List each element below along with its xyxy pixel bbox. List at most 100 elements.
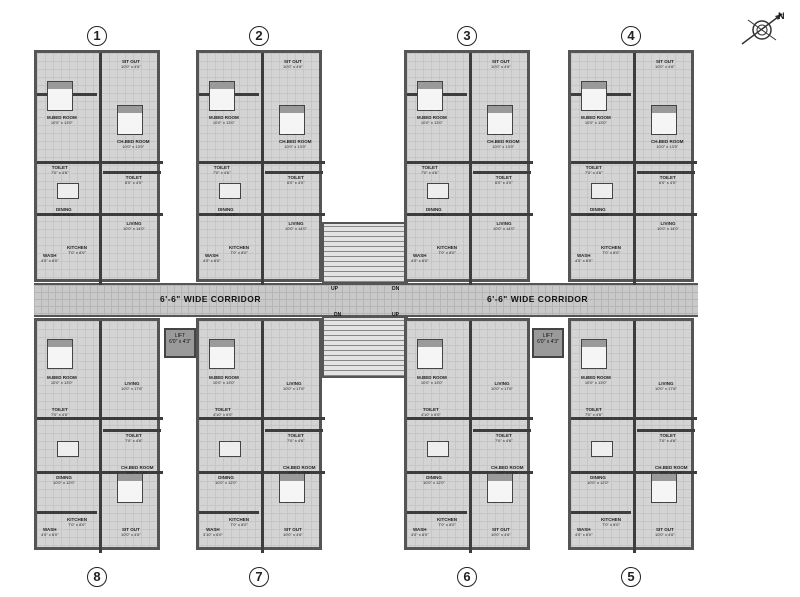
room-name: SIT OUT: [655, 59, 674, 64]
room-size: 7'0" x 8'0": [68, 250, 86, 255]
dining-table-icon: [591, 441, 613, 457]
room-size: 10'0" x 11'0": [53, 212, 75, 217]
room-size: 10'0" x 12'0": [423, 480, 445, 485]
room-size: 10'0" x 17'6": [491, 386, 513, 391]
bed-icon: [651, 473, 677, 503]
stair-bottom: [322, 316, 408, 378]
room-size: 10'0" x 11'0": [423, 212, 445, 217]
room-name: DINING: [55, 207, 72, 212]
room-name: TOILET: [421, 165, 438, 170]
room-name: WASH: [205, 253, 219, 258]
room-name: TOILET: [495, 433, 512, 438]
unit-number: 4: [621, 26, 641, 46]
room-size: 10'0" x 14'0": [657, 226, 679, 231]
room-name: WASH: [43, 527, 57, 532]
interior-wall: [571, 511, 631, 514]
room-name: KITCHEN: [601, 517, 621, 522]
room-name: WASH: [43, 253, 57, 258]
unit-number: 2: [249, 26, 269, 46]
room-size: 10'0" x 11'0": [215, 212, 237, 217]
room-name: WASH: [413, 527, 427, 532]
unit-number: 7: [249, 567, 269, 587]
dining-table-icon: [57, 441, 79, 457]
room-name: DINING: [56, 475, 72, 480]
room-size: 7'0" x 4'6": [659, 438, 677, 443]
stair-dn-label-1: DN: [392, 286, 400, 292]
room-name: CH.BED ROOM: [655, 465, 688, 470]
room-name: M.BED ROOM: [581, 375, 611, 380]
interior-wall: [99, 321, 102, 553]
interior-wall: [469, 321, 472, 553]
room-size: 10'0" x 13'0": [288, 470, 311, 475]
room-name: SIT OUT: [121, 59, 140, 64]
room-size: 10'0" x 13'0": [212, 380, 235, 385]
unit-number: 8: [87, 567, 107, 587]
room-size: 7'0" x 8'0": [230, 250, 248, 255]
room-size: 10'0" x 4'6": [655, 532, 675, 537]
room-name: CH.BED ROOM: [121, 465, 154, 470]
lift-label: LIFT: [542, 333, 554, 339]
dining-table-icon: [427, 183, 449, 199]
bed-icon: [581, 81, 607, 111]
room-name: WASH: [413, 253, 427, 258]
room-size: 4'10" x 6'0": [421, 412, 441, 417]
room-size: 10'0" x 12'0": [587, 480, 609, 485]
room-name: TOILET: [585, 407, 602, 412]
bed-icon: [417, 339, 443, 369]
room-name: TOILET: [214, 407, 231, 412]
interior-wall: [633, 53, 636, 285]
room-size: 10'0" x 4'6": [655, 64, 675, 69]
room-name: TOILET: [659, 175, 676, 180]
interior-wall: [637, 429, 695, 432]
room-size: 7'0" x 4'6": [125, 438, 143, 443]
room-size: 4'0" x 6'0": [411, 532, 429, 537]
room-name: M.BED ROOM: [417, 115, 447, 120]
room-name: DINING: [589, 207, 606, 212]
room-size: 10'0" x 13'0": [584, 380, 607, 385]
room-size: 10'0" x 11'0": [587, 212, 609, 217]
room-name: LIVING: [126, 221, 142, 226]
interior-wall: [265, 171, 323, 174]
room-name: CH.BED ROOM: [117, 139, 150, 144]
room-name: DINING: [217, 207, 234, 212]
room-name: CH.BED ROOM: [279, 139, 312, 144]
room-name: LIVING: [286, 381, 302, 386]
room-name: CH.BED ROOM: [283, 465, 316, 470]
interior-wall: [261, 321, 264, 553]
room-size: 3'10" x 6'0": [203, 532, 223, 537]
bed-icon: [651, 105, 677, 135]
interior-wall: [473, 171, 531, 174]
corridor-label-right: 6'-6" WIDE CORRIDOR: [487, 294, 589, 304]
dining-table-icon: [57, 183, 79, 199]
room-size: 7'0" x 4'6": [51, 170, 69, 175]
interior-wall: [407, 511, 467, 514]
lift-size: 6'0" x 4'3": [169, 339, 191, 345]
room-name: KITCHEN: [67, 517, 87, 522]
bed-icon: [47, 339, 73, 369]
room-size: 4'0" x 6'0": [575, 258, 593, 263]
room-size: 6'0" x 4'0": [287, 180, 305, 185]
room-name: TOILET: [125, 175, 142, 180]
